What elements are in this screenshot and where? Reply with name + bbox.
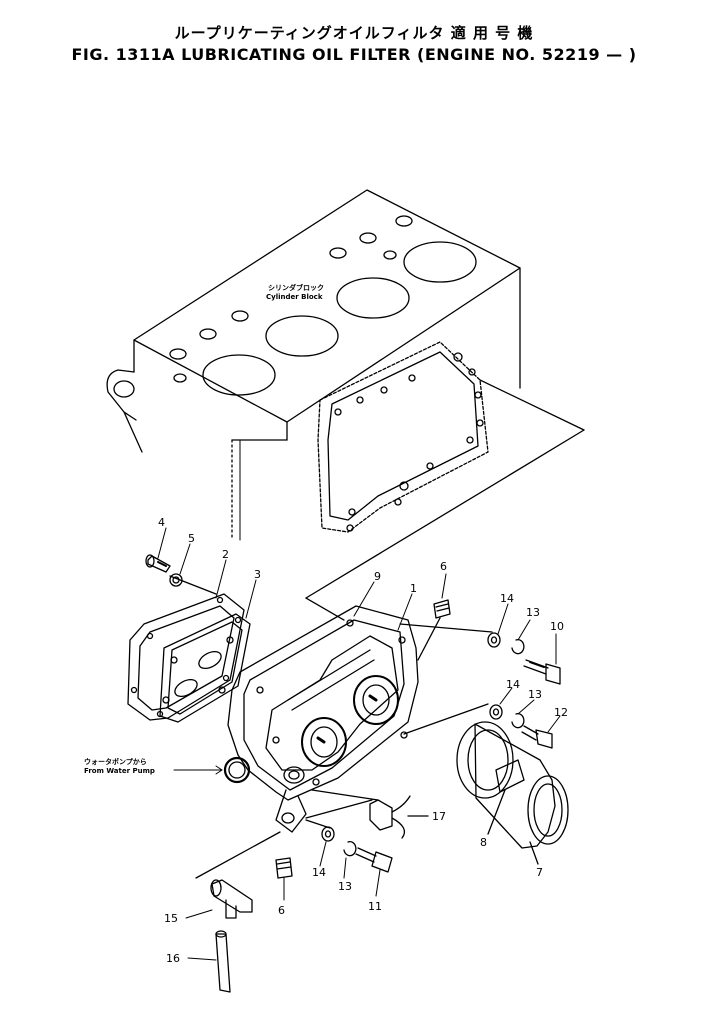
- part-number: 13: [338, 880, 352, 893]
- part-number: 17: [432, 810, 446, 823]
- callout-labels: シリンダブロック Cylinder Block ウォータポンプから From W…: [84, 283, 324, 775]
- bolt-10: [523, 659, 561, 685]
- part-number: 1: [410, 582, 417, 595]
- figure-title: FIG. 1311A LUBRICATING OIL FILTER (ENGIN…: [71, 45, 637, 64]
- part-number: 2: [222, 548, 229, 561]
- tee-fitting-15: [210, 879, 253, 919]
- part-number: 8: [480, 836, 487, 849]
- part-number: 6: [440, 560, 447, 573]
- cylinder-block-label-jp: シリンダブロック: [268, 283, 324, 292]
- plug-6-lower: [275, 857, 293, 879]
- plug-6-top: [433, 599, 451, 619]
- part-number-labels: 4 5 2 3 9 1 6 14 13 10 14 13 12 17 8 7 1…: [158, 516, 568, 965]
- lock-washer-13-lower: [343, 841, 357, 857]
- part-number: 6: [278, 904, 285, 917]
- oil-pressure-switch-17: [305, 795, 429, 839]
- bolt-11: [355, 847, 393, 873]
- part-number: 12: [554, 706, 568, 719]
- part-number: 14: [312, 866, 326, 879]
- gasket-set: [127, 593, 251, 723]
- part-number: 3: [254, 568, 261, 581]
- oil-filter-cartridge: [456, 721, 569, 865]
- bolt-12: [521, 725, 553, 749]
- part-number: 10: [550, 620, 564, 633]
- title-japanese: ループリケーティングオイルフィルタ 適 用 号 機: [174, 24, 534, 42]
- from-water-pump-label: From Water Pump: [84, 767, 155, 775]
- cylinder-block-label: Cylinder Block: [266, 293, 323, 301]
- part-number: 4: [158, 516, 165, 529]
- washer-14-lower: [321, 826, 335, 842]
- lock-washer-13-upper: [511, 639, 525, 655]
- washer-14-middle: [489, 704, 503, 720]
- part-number: 13: [528, 688, 542, 701]
- lock-washer-13-middle: [511, 713, 525, 729]
- cylinder-block: [106, 189, 521, 541]
- part-number: 7: [536, 866, 543, 879]
- part-number: 15: [164, 912, 178, 925]
- from-water-pump-label-jp: ウォータポンプから: [84, 757, 147, 766]
- part-number: 16: [166, 952, 180, 965]
- washer-14-upper: [487, 632, 501, 648]
- pipe-16: [215, 930, 231, 993]
- part-number: 5: [188, 532, 195, 545]
- part-number: 9: [374, 570, 381, 583]
- leader-lines: [157, 527, 561, 961]
- part-number: 14: [506, 678, 520, 691]
- part-number: 14: [500, 592, 514, 605]
- filter-label-8: [495, 759, 525, 793]
- part-number: 13: [526, 606, 540, 619]
- block-mounting-face: [305, 341, 585, 599]
- bolt-4: [145, 554, 171, 573]
- part-number: 11: [368, 900, 382, 913]
- oil-cooler-cover: [195, 597, 493, 879]
